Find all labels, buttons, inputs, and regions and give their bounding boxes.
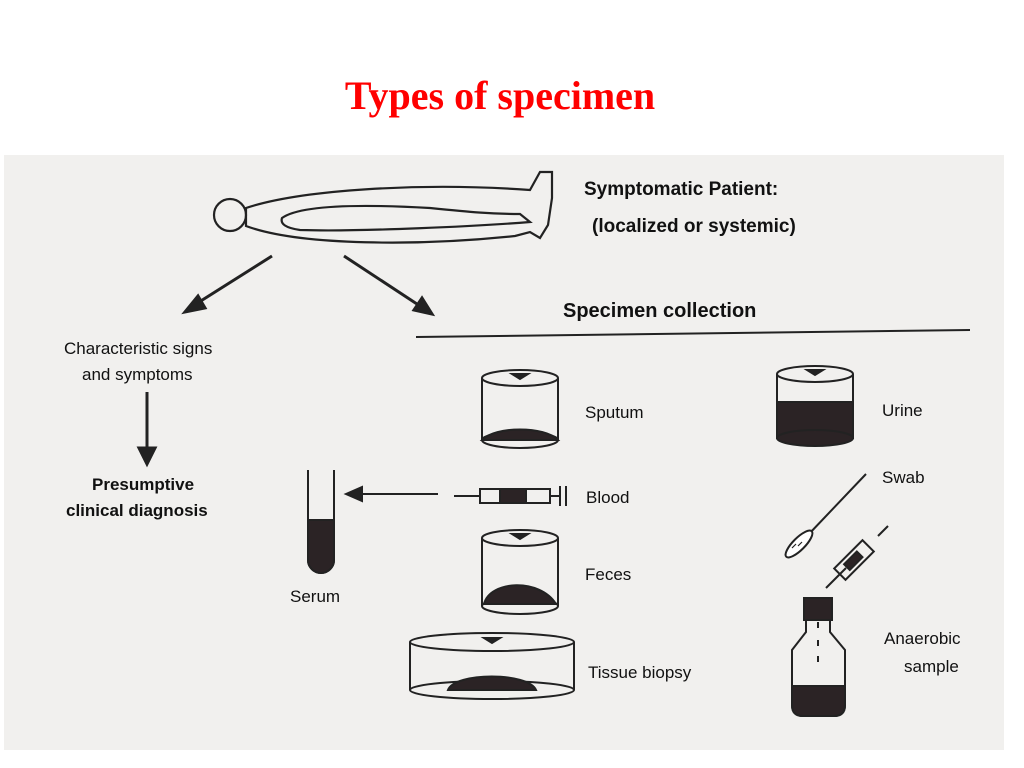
sputum-label: Sputum [585,403,644,422]
swab-icon [784,473,867,559]
collection-title: Specimen collection [563,300,756,322]
patient-title: Symptomatic Patient: [584,179,778,200]
anaerobic-bottle-icon [791,597,846,717]
serum-label: Serum [290,587,340,606]
swab-label: Swab [882,468,925,487]
signs-label-line1: Characteristic signs [64,339,212,358]
patient-subtitle: (localized or systemic) [592,216,796,237]
anaerobic-syringe-icon [825,525,889,589]
sputum-container-icon [479,369,561,449]
arrow-to-diagnosis [136,392,158,468]
urine-label: Urine [882,401,923,420]
feces-label: Feces [585,565,631,584]
tissue-label: Tissue biopsy [588,663,692,682]
urine-container-icon [776,365,854,447]
diagnosis-label-line2: clinical diagnosis [66,501,208,520]
patient-figure-icon [212,170,554,244]
collection-divider [415,329,971,338]
slide-title: Types of specimen [344,73,656,118]
blood-label: Blood [586,488,629,507]
serum-tube-icon [307,470,335,574]
anaerobic-label-line2: sample [904,657,959,676]
feces-container-icon [481,529,559,615]
diagnosis-label-line1: Presumptive [92,475,194,494]
arrow-blood-to-serum [343,485,438,503]
signs-label-line2: and symptoms [82,365,193,384]
blood-syringe-icon [454,486,567,506]
anaerobic-label-line1: Anaerobic [884,629,961,648]
tissue-dish-icon [409,632,575,700]
arrow-to-collection [343,254,436,317]
arrow-to-signs [181,254,273,315]
